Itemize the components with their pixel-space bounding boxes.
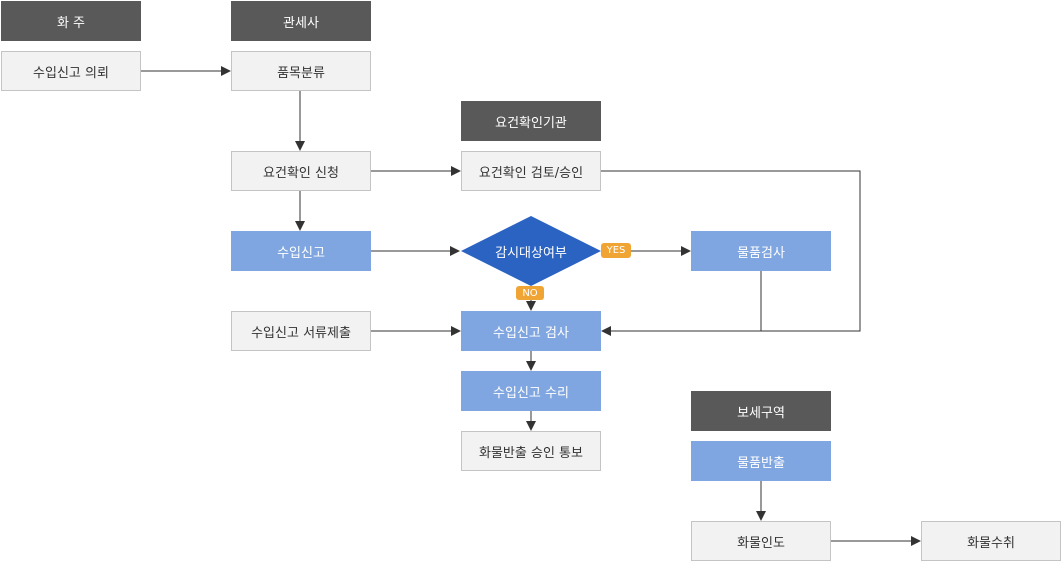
node-cargo-receipt: 화물수취	[921, 521, 1061, 561]
node-document-submission: 수입신고 서류제출	[231, 311, 371, 351]
node-import-request: 수입신고 의뢰	[1, 51, 141, 91]
node-declaration-inspection: 수입신고 검사	[461, 311, 601, 351]
surveillance-decision-diamond	[461, 216, 601, 286]
header-bonded-area: 보세구역	[691, 391, 831, 431]
node-item-classification: 품목분류	[231, 51, 371, 91]
arrow-review-to-decl-inspection	[601, 170, 861, 336]
node-surveillance-check: 감시대상여부	[495, 245, 567, 261]
node-release-approval-notice: 화물반출 승인 통보	[461, 431, 601, 471]
node-declaration-acceptance: 수입신고 수리	[461, 371, 601, 411]
node-cargo-inspection: 물품검사	[691, 231, 831, 271]
node-import-declaration: 수입신고	[231, 231, 371, 271]
node-cargo-release: 물품반출	[691, 441, 831, 481]
header-customs-broker: 관세사	[231, 1, 371, 41]
header-shipper: 화 주	[1, 1, 141, 41]
header-requirement-agency: 요건확인기관	[461, 101, 601, 141]
badge-no: NO	[516, 286, 544, 300]
badge-yes: YES	[601, 243, 631, 258]
node-requirement-review: 요건확인 검토/승인	[461, 151, 601, 191]
node-requirement-apply: 요건확인 신청	[231, 151, 371, 191]
node-cargo-delivery: 화물인도	[691, 521, 831, 561]
